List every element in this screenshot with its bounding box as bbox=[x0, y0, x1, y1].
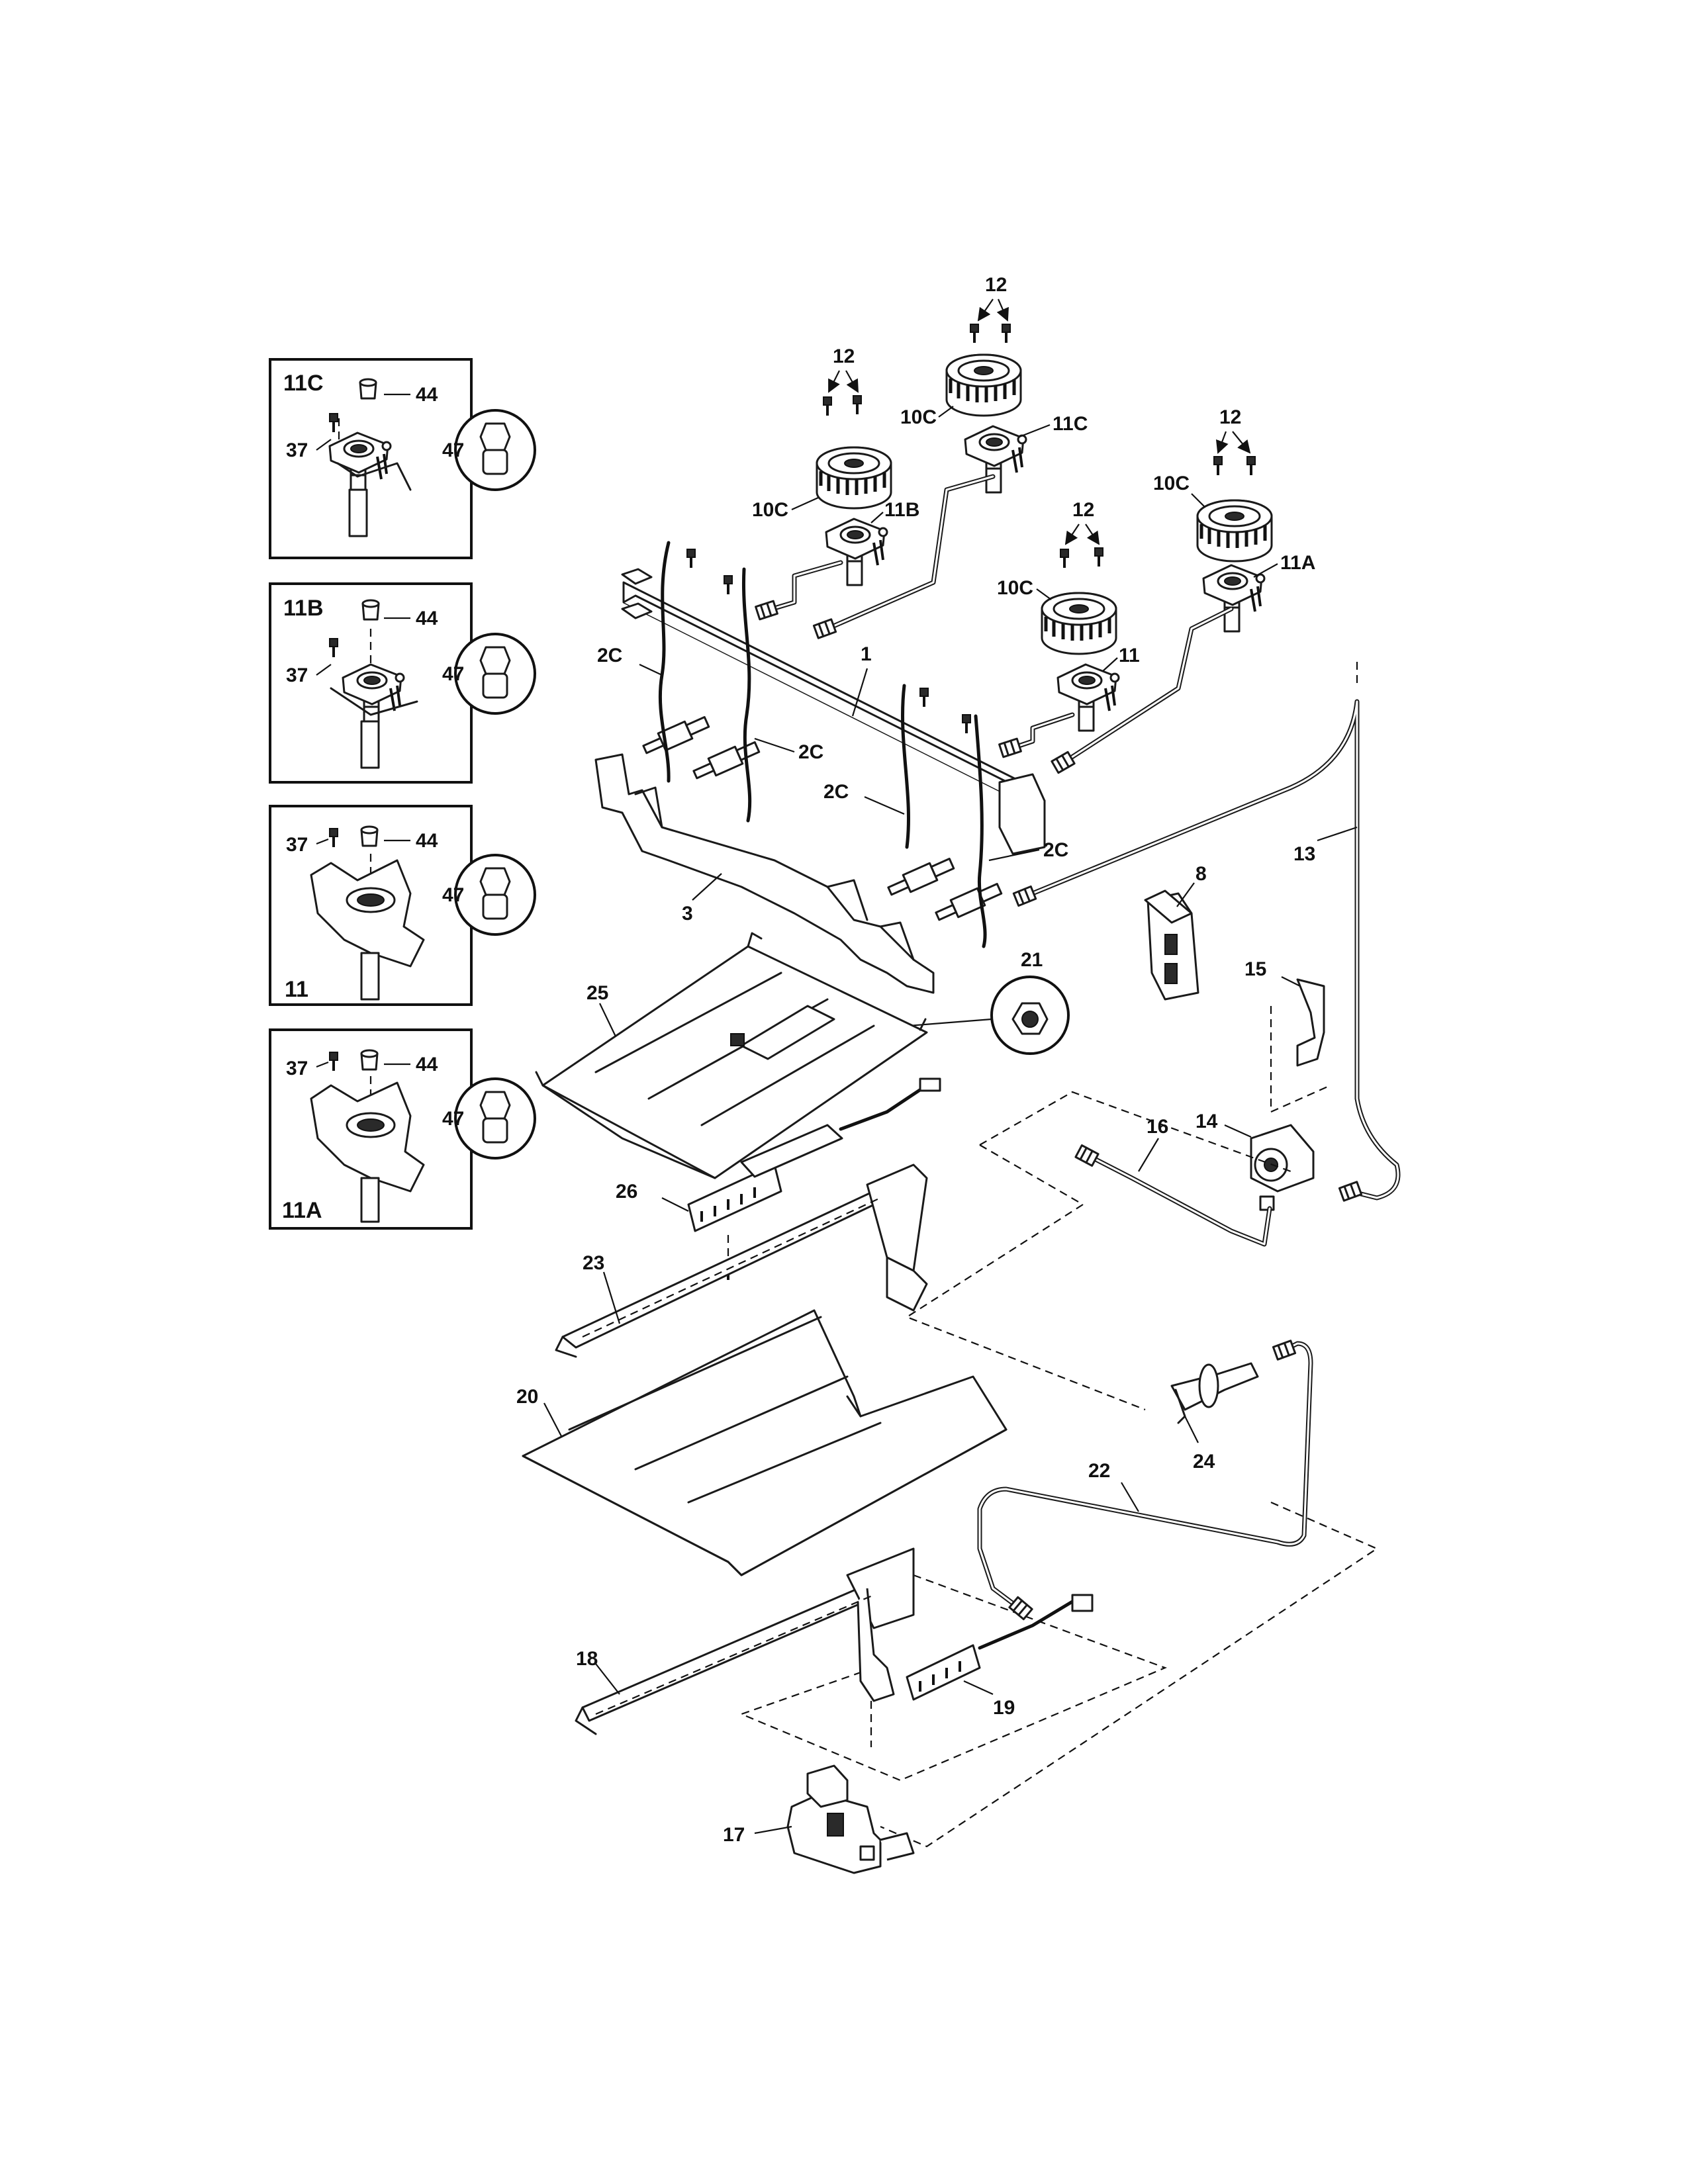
label-2c: 2C bbox=[798, 741, 823, 763]
inset-11b: 11B 44 37 47 bbox=[269, 582, 536, 784]
label-2c: 2C bbox=[823, 781, 849, 803]
label-19: 19 bbox=[993, 1697, 1015, 1719]
label-14: 14 bbox=[1196, 1111, 1218, 1132]
label-13: 13 bbox=[1293, 843, 1315, 865]
label-21: 21 bbox=[1021, 949, 1043, 971]
label-1: 1 bbox=[861, 643, 872, 665]
inset-title: 11B bbox=[283, 596, 324, 621]
upper-heat-shield: 25 bbox=[535, 932, 928, 1179]
inset-title: 11C bbox=[283, 371, 324, 396]
label-20: 20 bbox=[516, 1386, 538, 1408]
label-37: 37 bbox=[286, 834, 308, 856]
label-10c: 10C bbox=[752, 499, 788, 521]
label-44: 44 bbox=[416, 1054, 438, 1075]
front-brace: 3 bbox=[594, 753, 935, 994]
manifold-valves bbox=[642, 716, 1003, 921]
burner-rear-left bbox=[817, 394, 891, 586]
nut-detail: 21 bbox=[741, 949, 1070, 1055]
bake-burner: 23 bbox=[555, 1163, 928, 1358]
label-10c: 10C bbox=[1153, 473, 1190, 494]
label-12: 12 bbox=[985, 274, 1007, 296]
label-17: 17 bbox=[723, 1824, 745, 1846]
label-16: 16 bbox=[1147, 1116, 1168, 1138]
label-2c: 2C bbox=[597, 645, 622, 666]
label-8: 8 bbox=[1196, 863, 1207, 885]
oven-orifice-holder: 24 bbox=[1170, 1362, 1259, 1473]
label-10c: 10C bbox=[900, 406, 937, 428]
inset-title: 11 bbox=[285, 977, 308, 1002]
label-44: 44 bbox=[416, 384, 438, 406]
label-11: 11 bbox=[1119, 645, 1140, 666]
inset-11c: 11C 44 37 47 bbox=[269, 358, 536, 559]
spark-module: 8 bbox=[1144, 863, 1207, 1001]
label-2c: 2C bbox=[1043, 839, 1068, 861]
regulator-inlet-tube: 16 bbox=[1074, 1116, 1272, 1247]
label-12: 12 bbox=[833, 345, 855, 367]
label-47: 47 bbox=[442, 439, 464, 461]
burner-rear-center bbox=[947, 323, 1027, 494]
label-24: 24 bbox=[1193, 1451, 1215, 1473]
label-47: 47 bbox=[442, 884, 464, 906]
lower-heat-shield: 20 bbox=[516, 1309, 1008, 1576]
label-25: 25 bbox=[586, 982, 608, 1004]
label-44: 44 bbox=[416, 608, 438, 629]
main-gas-line: 13 bbox=[1012, 662, 1401, 1202]
screw-callouts: 12 12 12 12 bbox=[828, 274, 1251, 545]
burner-callouts: 10C 11C 10C 11B 10C 11 10C 11A bbox=[752, 406, 1315, 672]
burner-right bbox=[1197, 455, 1272, 633]
label-37: 37 bbox=[286, 1058, 308, 1079]
broil-igniter: 19 bbox=[906, 1594, 1094, 1719]
label-3: 3 bbox=[682, 903, 693, 925]
oven-safety-valve: 17 bbox=[723, 1764, 915, 1874]
label-10c: 10C bbox=[997, 577, 1033, 599]
label-11c: 11C bbox=[1053, 413, 1088, 435]
label-12: 12 bbox=[1072, 499, 1094, 521]
label-22: 22 bbox=[1088, 1460, 1110, 1482]
broil-burner: 18 bbox=[575, 1547, 915, 1747]
label-37: 37 bbox=[286, 664, 308, 686]
manifold: 1 bbox=[621, 548, 1046, 855]
label-18: 18 bbox=[576, 1648, 598, 1670]
label-37: 37 bbox=[286, 439, 308, 461]
inset-11: 11 44 37 47 bbox=[269, 805, 536, 1006]
oven-supply-tube: 22 bbox=[977, 1340, 1313, 1621]
label-12: 12 bbox=[1219, 406, 1241, 428]
label-11a: 11A bbox=[1280, 552, 1315, 574]
label-47: 47 bbox=[442, 663, 464, 685]
burner-front-center bbox=[1042, 547, 1120, 732]
regulator-bracket: 15 bbox=[1244, 958, 1331, 1113]
ignition-wires: 2C 2C 2C 2C bbox=[597, 541, 1068, 948]
label-11b: 11B bbox=[884, 499, 919, 521]
bake-igniter: 26 bbox=[616, 1077, 941, 1281]
pressure-regulator: 14 bbox=[1196, 1111, 1315, 1211]
label-26: 26 bbox=[616, 1181, 637, 1203]
inset-11a: 11A 44 37 47 bbox=[269, 1028, 536, 1230]
label-47: 47 bbox=[442, 1108, 464, 1130]
label-44: 44 bbox=[416, 830, 438, 852]
inset-title: 11A bbox=[282, 1198, 322, 1223]
label-15: 15 bbox=[1244, 958, 1266, 980]
label-23: 23 bbox=[583, 1252, 604, 1274]
burner-supply-tubes bbox=[755, 474, 1234, 774]
